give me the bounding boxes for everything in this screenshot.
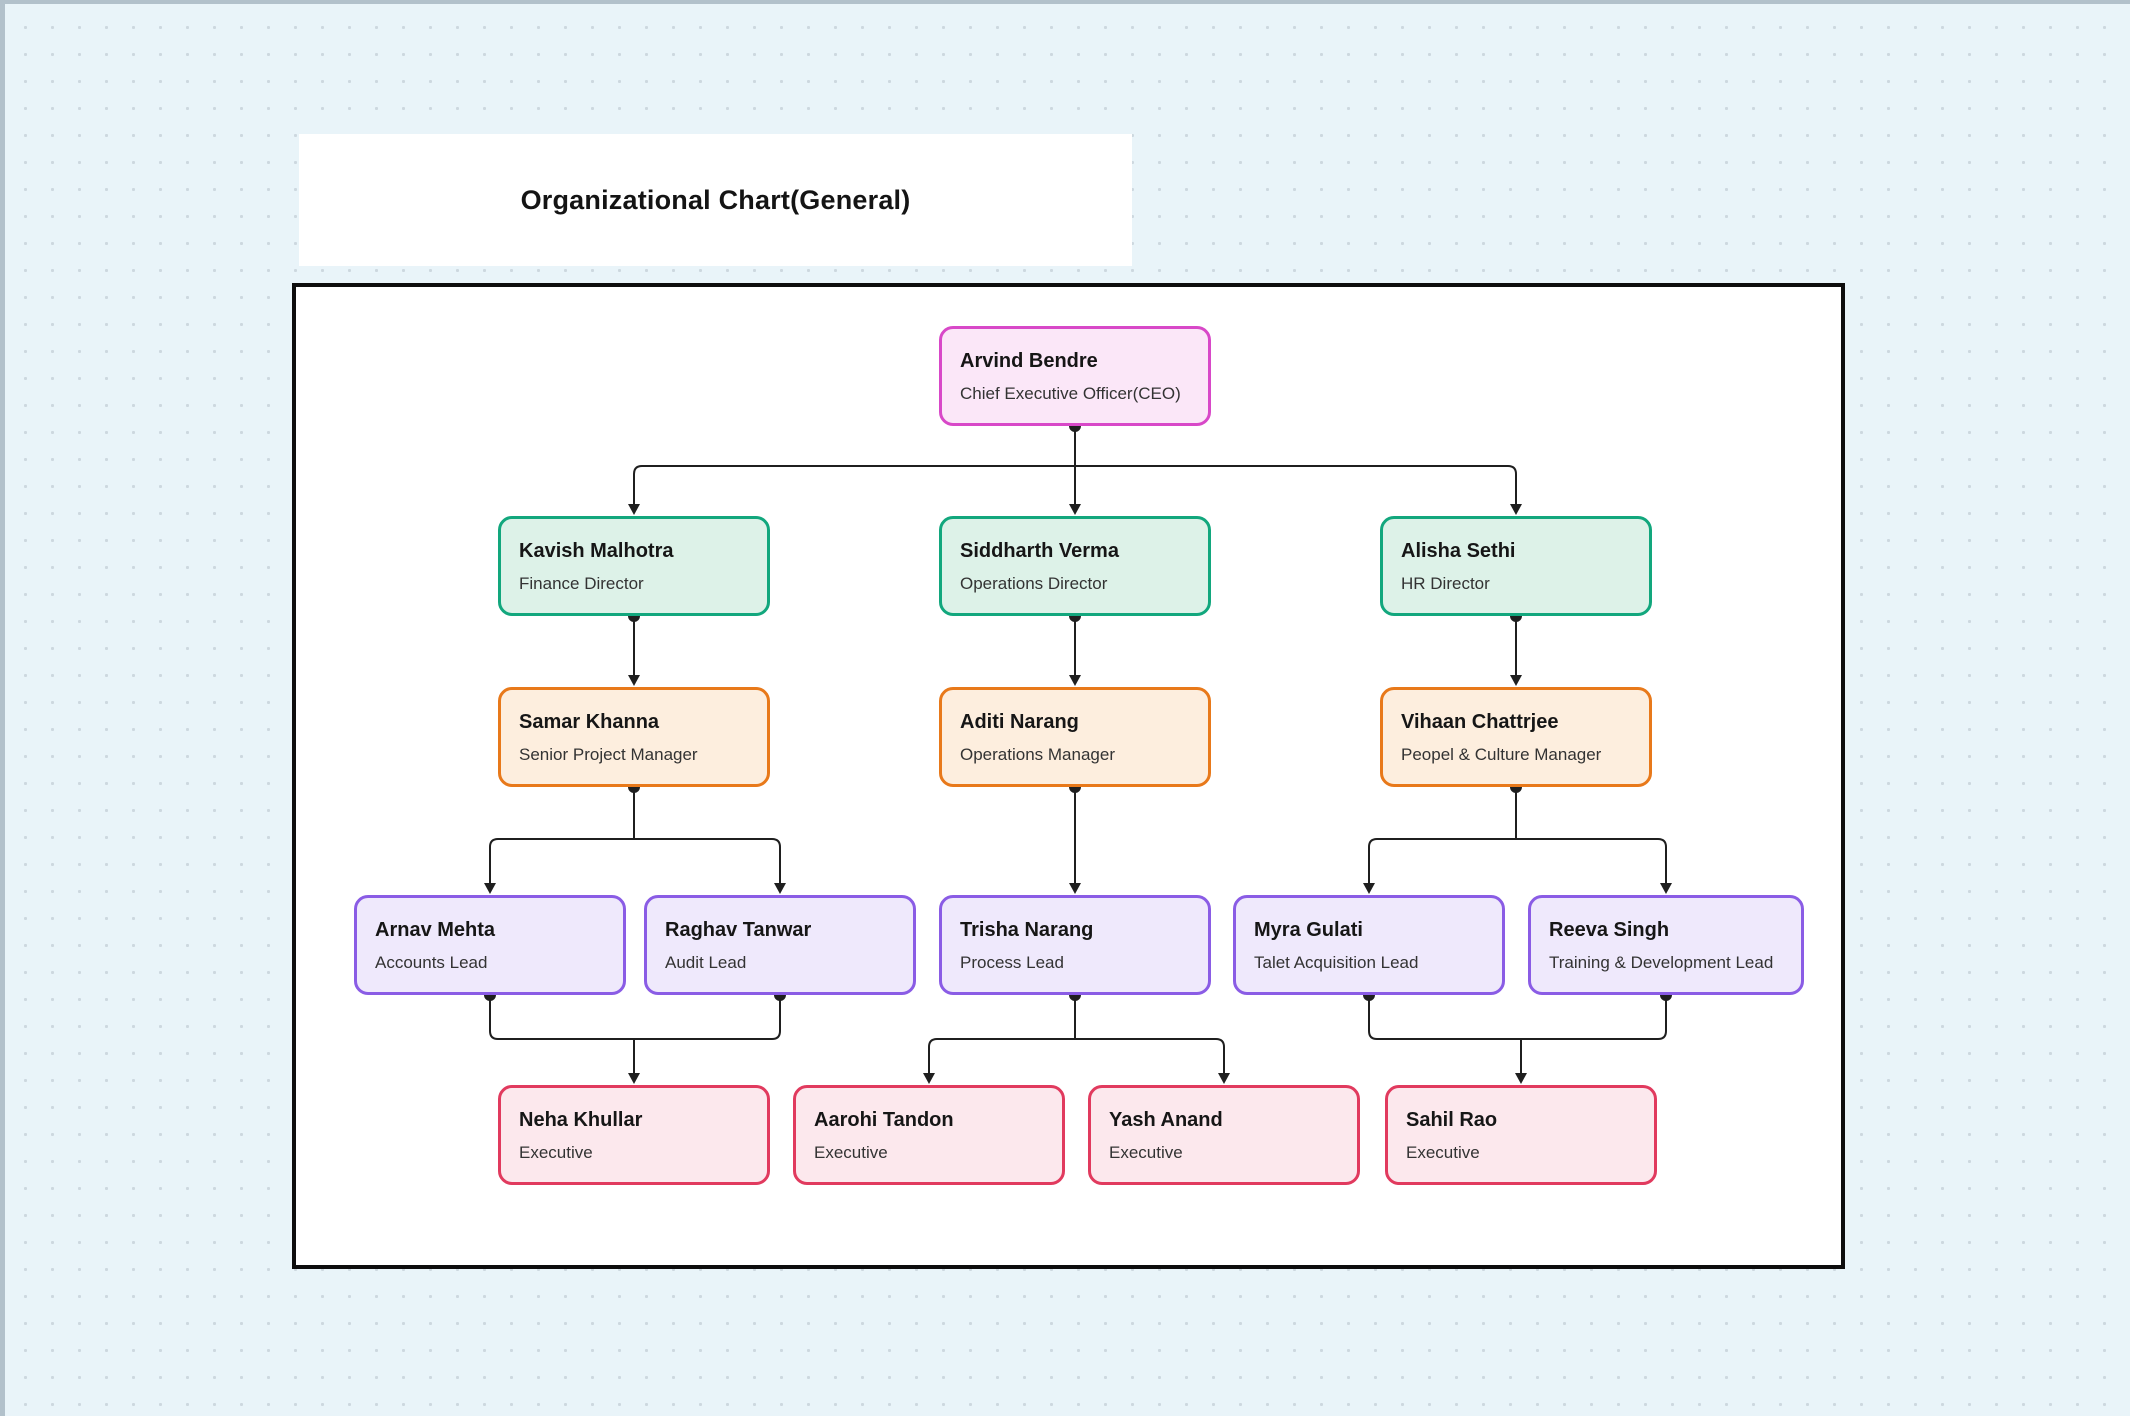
node-title: Accounts Lead (375, 953, 488, 973)
node-name: Aarohi Tandon (814, 1109, 954, 1132)
arrowhead-icon (1218, 1073, 1230, 1084)
connector-line (1368, 995, 1378, 1040)
connector-line (1657, 838, 1667, 886)
node-name: Sahil Rao (1406, 1109, 1498, 1132)
node-name: Yash Anand (1109, 1109, 1223, 1132)
arrowhead-icon (628, 1073, 640, 1084)
node-title: Senior Project Manager (519, 745, 698, 765)
arrowhead-icon (628, 675, 640, 686)
arrowhead-icon (628, 504, 640, 515)
node-title: Executive (1109, 1143, 1183, 1163)
connector-line (489, 838, 499, 886)
arrowhead-icon (1660, 883, 1672, 894)
connector-line (633, 465, 643, 507)
node-name: Arvind Bendre (960, 350, 1098, 373)
node-name: Siddharth Verma (960, 540, 1119, 563)
arrowhead-icon (1069, 504, 1081, 515)
title-card: Organizational Chart(General) (299, 134, 1132, 266)
node-name: Raghav Tanwar (665, 919, 812, 942)
node-title: Training & Development Lead (1549, 953, 1774, 973)
node-title: Talet Acquisition Lead (1254, 953, 1419, 973)
node-title: Peopel & Culture Manager (1401, 745, 1602, 765)
connector-line (1507, 465, 1517, 507)
arrowhead-icon (1363, 883, 1375, 894)
node-title: Executive (1406, 1143, 1480, 1163)
arrowhead-icon (774, 883, 786, 894)
arrowhead-icon (1069, 883, 1081, 894)
window-edge-left (0, 0, 5, 1416)
node-name: Aditi Narang (960, 711, 1079, 734)
arrowhead-icon (923, 1073, 935, 1084)
arrowhead-icon (1510, 504, 1522, 515)
window-edge-top (0, 0, 2130, 4)
connector-line (771, 838, 781, 886)
connector-line (928, 1038, 938, 1076)
node-name: Myra Gulati (1254, 919, 1363, 942)
connector-line (771, 995, 781, 1040)
node-name: Reeva Singh (1549, 919, 1670, 942)
node-title: HR Director (1401, 574, 1490, 594)
node-name: Trisha Narang (960, 919, 1094, 942)
node-title: Operations Manager (960, 745, 1115, 765)
node-title: Chief Executive Officer(CEO) (960, 384, 1181, 404)
node-name: Alisha Sethi (1401, 540, 1516, 563)
connector-line (1368, 838, 1378, 886)
arrowhead-icon (484, 883, 496, 894)
node-name: Neha Khullar (519, 1109, 643, 1132)
connector-line (489, 995, 499, 1040)
arrowhead-icon (1515, 1073, 1527, 1084)
node-name: Kavish Malhotra (519, 540, 674, 563)
node-name: Arnav Mehta (375, 919, 496, 942)
connector-line (1657, 995, 1667, 1040)
node-title: Executive (519, 1143, 593, 1163)
node-title: Audit Lead (665, 953, 747, 973)
connector-line (1215, 1038, 1225, 1076)
node-title: Finance Director (519, 574, 644, 594)
node-title: Executive (814, 1143, 888, 1163)
arrowhead-icon (1069, 675, 1081, 686)
node-name: Vihaan Chattrjee (1401, 711, 1559, 734)
page-title: Organizational Chart(General) (520, 184, 911, 215)
org-node-alisha-sethi[interactable]: Alisha Sethi HR Director (1380, 516, 1652, 616)
node-name: Samar Khanna (519, 711, 660, 734)
arrowhead-icon (1510, 675, 1522, 686)
connector-lines (484, 420, 1672, 1084)
node-title: Process Lead (960, 953, 1064, 973)
node-title: Operations Director (960, 574, 1108, 594)
